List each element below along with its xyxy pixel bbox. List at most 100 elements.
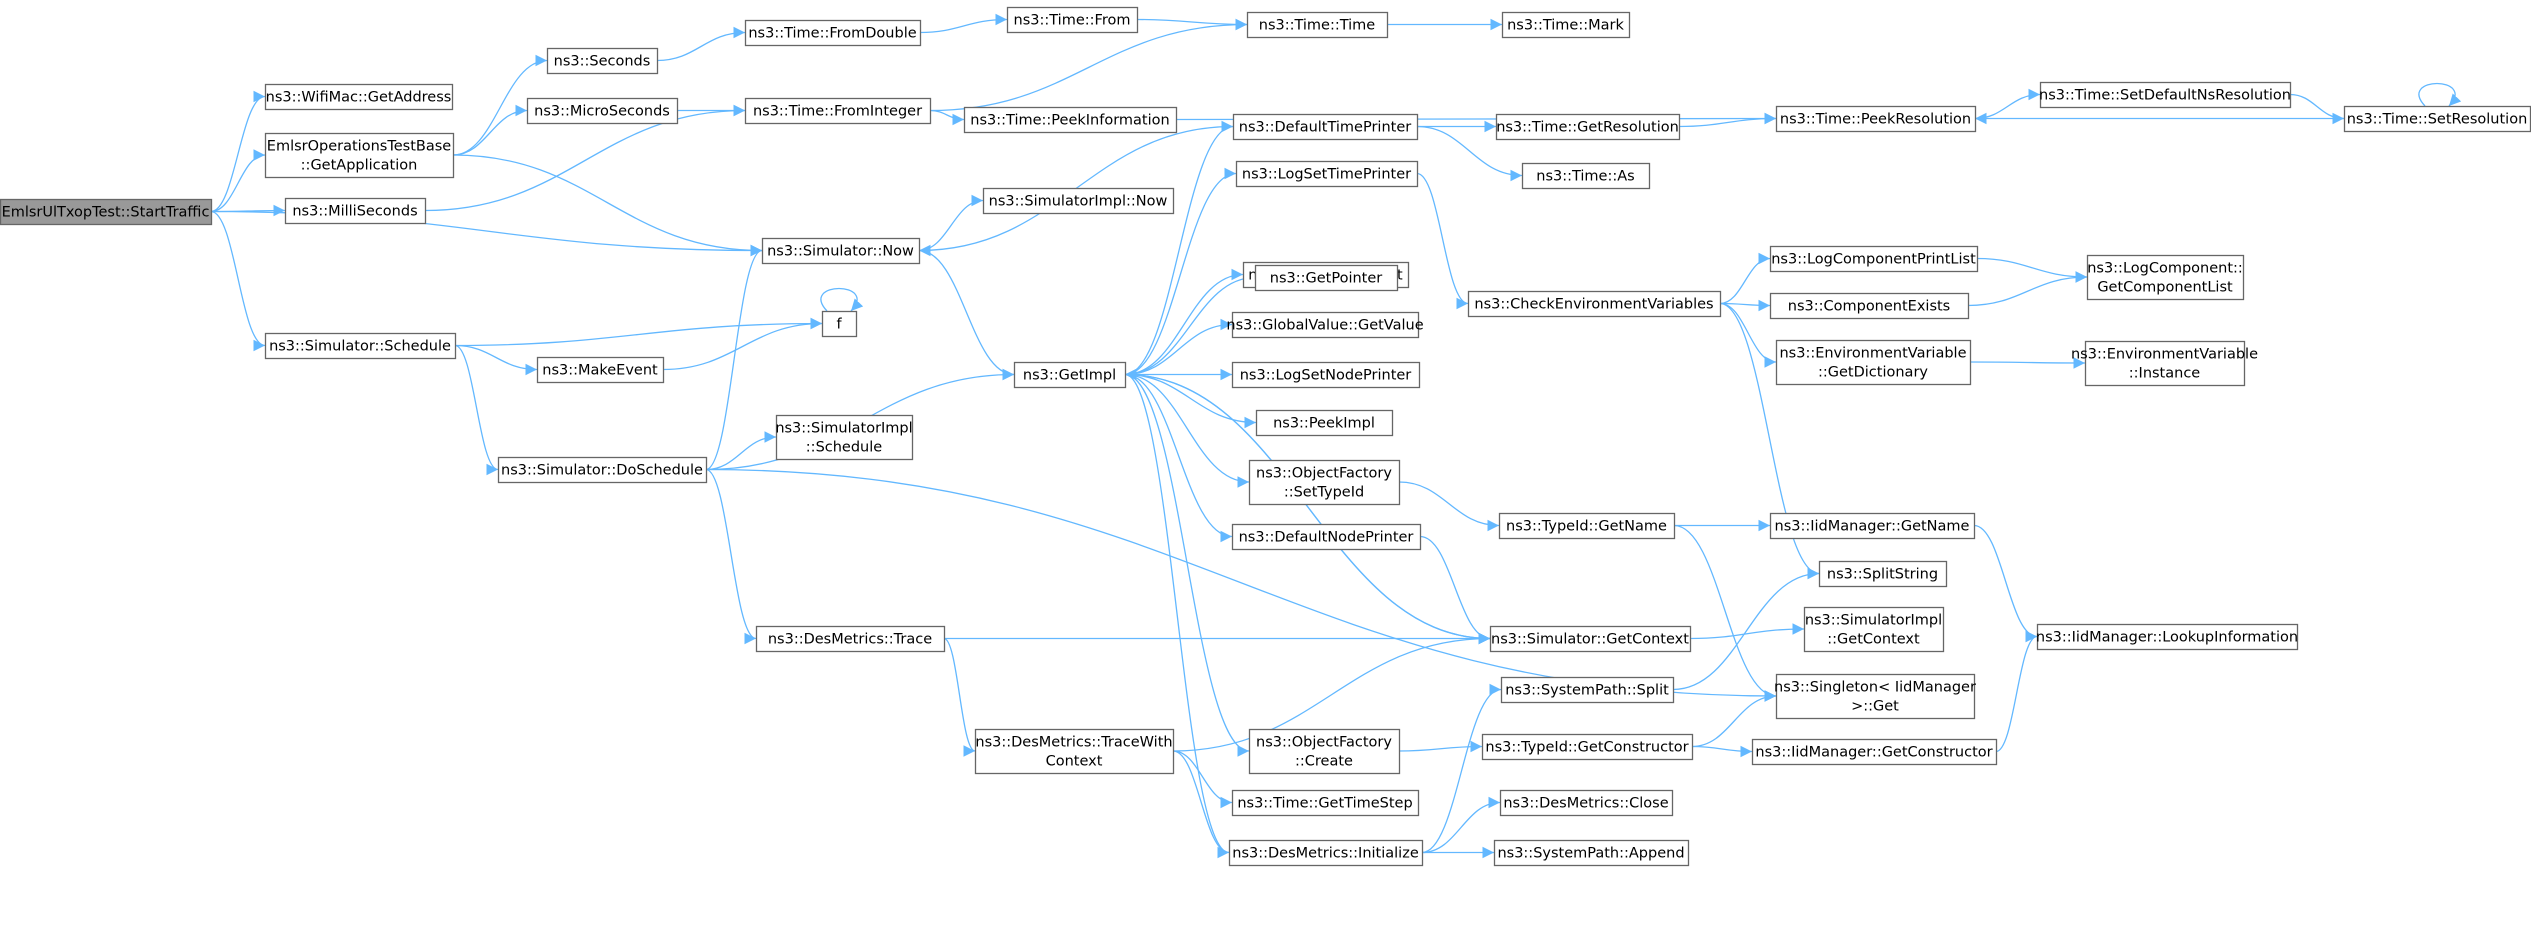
node-of-create[interactable]: ns3::ObjectFactory::Create — [1248, 728, 1401, 775]
node-get-resolution[interactable]: ns3::Time::GetResolution — [1495, 113, 1681, 141]
node-make-event[interactable]: ns3::MakeEvent — [536, 356, 665, 384]
node-log-comp-print-list[interactable]: ns3::LogComponentPrintList — [1769, 245, 1979, 273]
node-component-exists[interactable]: ns3::ComponentExists — [1769, 292, 1970, 320]
node-box — [1818, 560, 1948, 588]
edge-default-time-printer-to-time-as — [1416, 125, 1523, 182]
node-label: ns3::DesMetrics::TraceWith — [975, 735, 1172, 751]
edge-log-comp-print-list-to-log-comp-get-list — [1976, 257, 2088, 283]
node-label: ns3::TypeId::GetName — [1506, 519, 1667, 535]
node-label: ns3::IidManager::GetName — [1775, 519, 1970, 535]
node-box — [1498, 512, 1676, 540]
node-of-set-type-id[interactable]: ns3::ObjectFactory::SetTypeId — [1248, 459, 1401, 506]
node-iid-get-constructor[interactable]: ns3::IidManager::GetConstructor — [1751, 738, 1998, 766]
node-box — [1769, 245, 1979, 273]
edge-dm-trace-with-context-to-sim-get-context — [1172, 632, 1491, 752]
node-time-as[interactable]: ns3::Time::As — [1521, 162, 1651, 190]
node-label: ns3::Seconds — [554, 54, 651, 70]
node-peek-resolution[interactable]: ns3::Time::PeekResolution — [1775, 105, 1977, 133]
node-iid-lookup[interactable]: ns3::IidManager::LookupInformation — [2036, 623, 2299, 651]
node-from-integer[interactable]: ns3::Time::FromInteger — [744, 97, 932, 125]
node-label: ns3::EnvironmentVariable — [1779, 346, 1966, 362]
node-label: ns3::Singleton< IidManager — [1774, 680, 1976, 696]
node-default-time-printer[interactable]: ns3::DefaultTimePrinter — [1232, 113, 1419, 141]
node-seconds[interactable]: ns3::Seconds — [546, 47, 659, 75]
node-label: ns3::DesMetrics::Initialize — [1232, 846, 1419, 862]
node-env-get-dictionary[interactable]: ns3::EnvironmentVariable::GetDictionary — [1775, 339, 1972, 386]
node-get-address[interactable]: ns3::WifiMac::GetAddress — [264, 83, 454, 111]
node-impl-schedule[interactable]: ns3::SimulatorImpl::Schedule — [775, 414, 914, 461]
node-box — [0, 198, 213, 226]
node-impl-now[interactable]: ns3::SimulatorImpl::Now — [982, 187, 1175, 215]
node-sim-now[interactable]: ns3::Simulator::Now — [761, 237, 921, 265]
edge-of-create-to-type-id-get-constructor — [1398, 740, 1483, 753]
node-global-value-get[interactable]: ns3::GlobalValue::GetValue — [1226, 311, 1424, 339]
node-f[interactable]: f — [821, 310, 858, 338]
node-label: ::GetApplication — [301, 158, 418, 174]
node-default-node-printer[interactable]: ns3::DefaultNodePrinter — [1231, 523, 1422, 551]
node-type-id-get-constructor[interactable]: ns3::TypeId::GetConstructor — [1481, 733, 1694, 761]
node-type-id-get-name[interactable]: ns3::TypeId::GetName — [1498, 512, 1676, 540]
node-singleton-get[interactable]: ns3::Singleton< IidManager>::Get — [1774, 673, 1976, 720]
node-box — [264, 132, 455, 179]
node-box — [2343, 105, 2531, 133]
node-box — [1231, 361, 1421, 389]
node-label: ns3::Time::SetDefaultNsResolution — [2039, 88, 2291, 104]
node-log-comp-get-list[interactable]: ns3::LogComponent::GetComponentList — [2086, 254, 2245, 301]
node-get-time-step[interactable]: ns3::Time::GetTimeStep — [1231, 789, 1420, 817]
node-peek-information[interactable]: ns3::Time::PeekInformation — [963, 106, 1178, 134]
edge-default-node-printer-to-sim-get-context — [1419, 535, 1491, 645]
node-box — [1521, 162, 1651, 190]
node-label: ns3::Time::Time — [1259, 18, 1376, 34]
node-time-from[interactable]: ns3::Time::From — [1006, 6, 1139, 34]
edge-time-from-to-time-time — [1136, 18, 1248, 31]
node-sp-split[interactable]: ns3::SystemPath::Split — [1500, 676, 1675, 704]
node-dm-trace[interactable]: ns3::DesMetrics::Trace — [755, 625, 946, 653]
node-milli-seconds[interactable]: ns3::MilliSeconds — [284, 197, 427, 225]
node-label: ::GetContext — [1827, 632, 1920, 648]
edge-schedule-to-do-schedule — [454, 344, 499, 476]
node-root[interactable]: EmlsrUlTxopTest::StartTraffic — [0, 198, 213, 226]
node-set-resolution[interactable]: ns3::Time::SetResolution — [2343, 105, 2531, 133]
node-sim-get-context[interactable]: ns3::Simulator::GetContext — [1489, 625, 1692, 653]
node-log-set-time-printer[interactable]: ns3::LogSetTimePrinter — [1235, 160, 1419, 188]
node-iid-get-name[interactable]: ns3::IidManager::GetName — [1769, 512, 1976, 540]
node-dm-initialize[interactable]: ns3::DesMetrics::Initialize — [1228, 839, 1424, 867]
node-impl-get-context[interactable]: ns3::SimulatorImpl::GetContext — [1803, 606, 1945, 653]
node-dm-close[interactable]: ns3::DesMetrics::Close — [1499, 789, 1674, 817]
edge-get-application-to-seconds — [452, 54, 548, 156]
node-box — [1495, 113, 1681, 141]
edge-sim-get-context-to-impl-get-context — [1689, 623, 1805, 640]
edge-dm-trace-with-context-to-dm-initialize — [1172, 750, 1230, 859]
node-from-double[interactable]: ns3::Time::FromDouble — [744, 19, 922, 47]
node-check-env[interactable]: ns3::CheckEnvironmentVariables — [1467, 290, 1722, 318]
edge-dm-initialize-to-sp-split — [1421, 683, 1502, 854]
node-label: ns3::Time::FromInteger — [753, 104, 922, 120]
node-get-pointer[interactable]: ns3::GetPointer — [1254, 264, 1399, 292]
node-label: EmlsrUlTxopTest::StartTraffic — [2, 205, 210, 221]
node-time-mark[interactable]: ns3::Time::Mark — [1501, 11, 1631, 39]
node-do-schedule[interactable]: ns3::Simulator::DoSchedule — [497, 456, 708, 484]
node-schedule[interactable]: ns3::Simulator::Schedule — [264, 332, 457, 360]
node-get-application[interactable]: EmlsrOperationsTestBase::GetApplication — [264, 132, 455, 179]
node-sp-append[interactable]: ns3::SystemPath::Append — [1493, 839, 1690, 867]
node-box — [963, 106, 1178, 134]
node-micro-seconds[interactable]: ns3::MicroSeconds — [526, 97, 679, 125]
node-time-time[interactable]: ns3::Time::Time — [1246, 11, 1389, 39]
node-set-default-ns-res[interactable]: ns3::Time::SetDefaultNsResolution — [2039, 81, 2292, 109]
node-box — [821, 310, 858, 338]
node-peek-impl[interactable]: ns3::PeekImpl — [1255, 409, 1394, 437]
edge-from-integer-to-peek-information — [929, 109, 965, 126]
edge-set-resolution-to-set-resolution — [2418, 82, 2462, 107]
node-env-instance[interactable]: ns3::EnvironmentVariable::Instance — [2071, 340, 2258, 387]
node-label: ns3::TypeId::GetConstructor — [1485, 740, 1688, 756]
node-label: ns3::SystemPath::Append — [1497, 846, 1684, 862]
node-split-string[interactable]: ns3::SplitString — [1818, 560, 1948, 588]
edge-env-get-dictionary-to-env-instance — [1969, 357, 2086, 369]
node-box — [1235, 160, 1419, 188]
node-log-set-node-printer[interactable]: ns3::LogSetNodePrinter — [1231, 361, 1421, 389]
node-label: ns3::SplitString — [1827, 567, 1938, 583]
node-get-impl[interactable]: ns3::GetImpl — [1013, 361, 1127, 389]
node-box — [497, 456, 708, 484]
